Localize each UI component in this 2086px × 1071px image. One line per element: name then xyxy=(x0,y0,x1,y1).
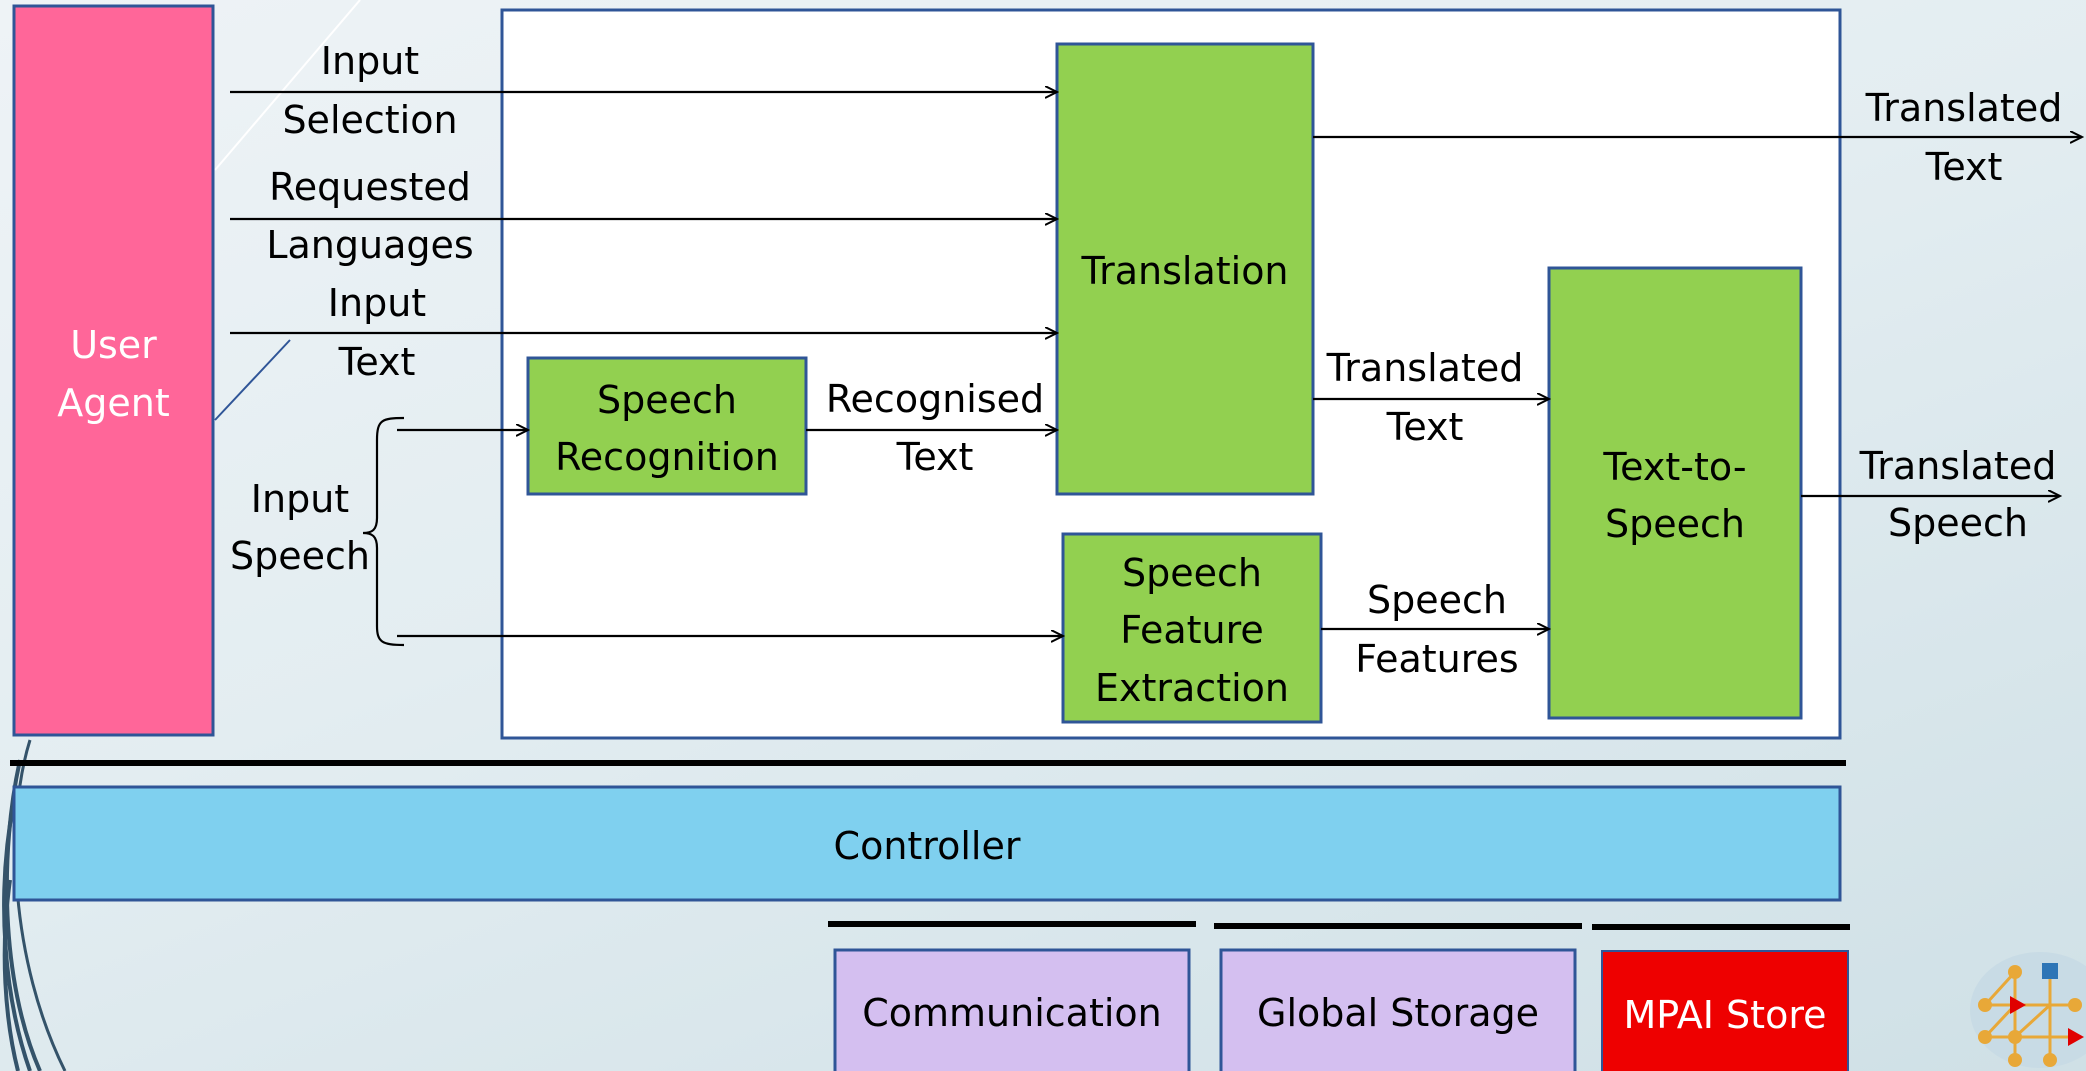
input-speech-label-line1: Input xyxy=(251,477,349,521)
input-text-label-line1: Input xyxy=(328,281,426,325)
text-to-speech-label-line2: Speech xyxy=(1605,502,1745,546)
text-to-speech-block[interactable]: Text-to- Speech xyxy=(1547,266,1803,720)
mpai-store-label: MPAI Store xyxy=(1624,993,1827,1037)
user-agent-label-line1: User xyxy=(70,323,157,367)
background-decoration xyxy=(2,0,361,1071)
speech-feature-extraction-label-line2: Feature xyxy=(1120,608,1264,652)
controller-label: Controller xyxy=(834,824,1021,868)
controller-block[interactable]: Controller xyxy=(12,785,1842,902)
translated-text-internal-label-line1: Translated xyxy=(1326,346,1524,390)
global-storage-label: Global Storage xyxy=(1257,991,1539,1035)
communication-block[interactable]: Communication xyxy=(833,948,1191,1071)
speech-recognition-label-line2: Recognition xyxy=(555,435,779,479)
global-storage-block[interactable]: Global Storage xyxy=(1219,948,1577,1071)
requested-languages-label-line1: Requested xyxy=(269,165,471,209)
input-speech-brace xyxy=(362,416,405,647)
input-text-label-line2: Text xyxy=(338,340,416,384)
input-speech-label-line2: Speech xyxy=(230,534,370,578)
mpai-logo-icon xyxy=(1970,952,2086,1068)
signal-labels: Input Selection Requested Languages Inpu… xyxy=(230,39,2062,681)
input-selection-label-line1: Input xyxy=(321,39,419,83)
speech-feature-extraction-label-line3: Extraction xyxy=(1095,666,1289,710)
speech-features-label-line2: Features xyxy=(1355,637,1518,681)
translated-speech-output-label-line1: Translated xyxy=(1859,444,2057,488)
translated-text-output-label-line2: Text xyxy=(1925,145,2003,189)
recognised-text-label-line2: Text xyxy=(896,435,974,479)
speech-recognition-block[interactable]: Speech Recognition xyxy=(526,356,808,496)
speech-features-label-line1: Speech xyxy=(1367,578,1507,622)
bus-lines xyxy=(10,760,1850,930)
connection-arrows xyxy=(230,92,2082,636)
speech-feature-extraction-label-line1: Speech xyxy=(1122,551,1262,595)
user-agent-label-line2: Agent xyxy=(57,381,169,425)
recognised-text-label-line1: Recognised xyxy=(826,377,1044,421)
mpai-store-block[interactable]: MPAI Store xyxy=(1601,950,1849,1071)
text-to-speech-label-line1: Text-to- xyxy=(1602,445,1746,489)
translated-speech-output-label-line2: Speech xyxy=(1888,501,2028,545)
translated-text-output-label-line1: Translated xyxy=(1865,86,2063,130)
translated-text-internal-label-line2: Text xyxy=(1386,405,1464,449)
communication-label: Communication xyxy=(862,991,1162,1035)
translation-block[interactable]: Translation xyxy=(1055,42,1315,496)
input-selection-label-line2: Selection xyxy=(282,98,457,142)
requested-languages-label-line2: Languages xyxy=(266,223,473,267)
speech-recognition-label-line1: Speech xyxy=(597,378,737,422)
speech-feature-extraction-block[interactable]: Speech Feature Extraction xyxy=(1061,532,1323,724)
user-agent-block[interactable]: User Agent xyxy=(12,4,215,737)
translation-label: Translation xyxy=(1080,249,1288,293)
